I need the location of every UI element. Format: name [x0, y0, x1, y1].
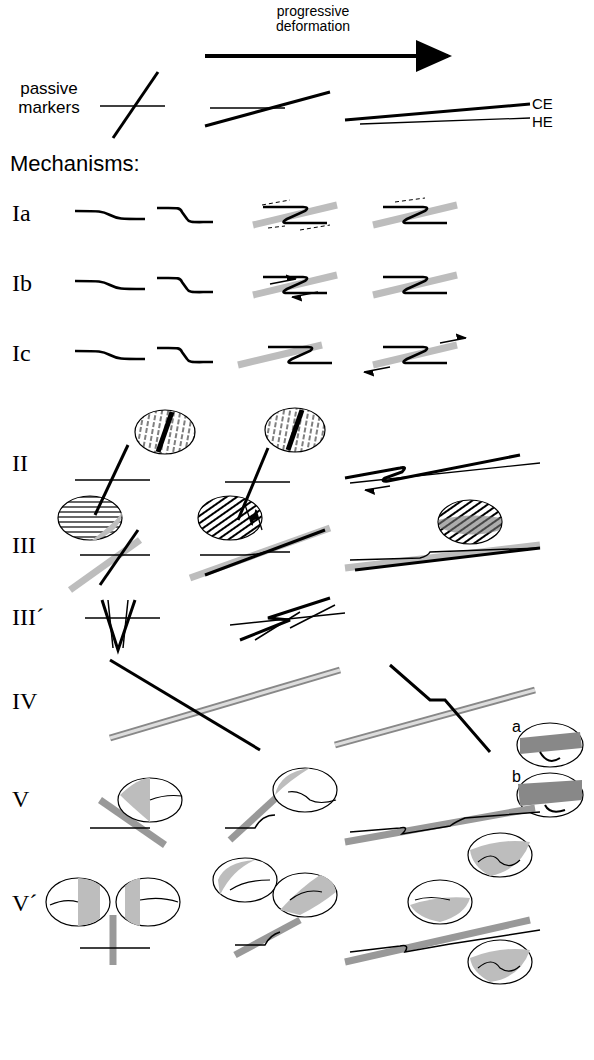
mechanism-number: IV [12, 688, 62, 714]
section-heading: Mechanisms: [10, 152, 170, 176]
mechanism-number: Ia [12, 200, 62, 226]
mechanism-number: III [12, 532, 62, 558]
row-label: passive markers [14, 80, 84, 117]
mechanism-number: III´ [12, 604, 72, 630]
marker-label: CE [532, 96, 572, 113]
inset-letter: a [512, 718, 528, 736]
marker-label: HE [532, 114, 572, 131]
mechanism-number: II [12, 450, 62, 476]
inset-letter: b [512, 768, 528, 786]
axis-title: progressive deformation [273, 4, 353, 35]
mechanism-number: Ib [12, 270, 62, 296]
mechanism-number: V [12, 786, 62, 812]
mechanism-number: V´ [12, 890, 62, 916]
mechanism-number: Ic [12, 340, 62, 366]
